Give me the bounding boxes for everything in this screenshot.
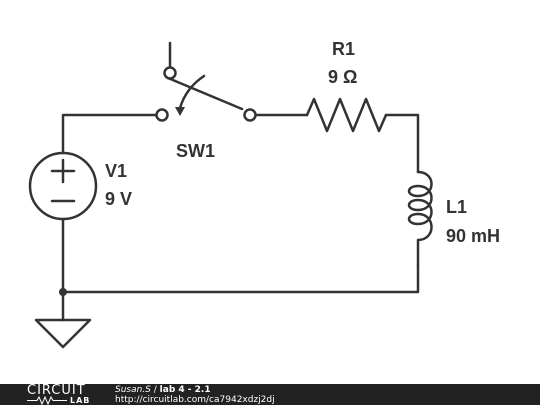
circuit-schematic: V1 9 V SW1 R1 9 Ω L1 90 mH bbox=[28, 39, 500, 349]
v1-name-label: V1 bbox=[105, 161, 127, 181]
ground-symbol bbox=[34, 318, 92, 349]
voltage-source-v1[interactable] bbox=[28, 151, 98, 221]
l1-name-label: L1 bbox=[446, 197, 467, 217]
inductor-l1[interactable] bbox=[407, 170, 433, 268]
switch-sw1-arrow-arc bbox=[178, 74, 206, 110]
author-name[interactable]: Susan.S bbox=[115, 385, 151, 395]
switch-pivot bbox=[163, 66, 177, 80]
footer-info-line: Susan.S / lab 4 - 2.1 bbox=[115, 385, 211, 395]
wire-resistor-inductor bbox=[384, 113, 420, 174]
circuit-url[interactable]: http://circuitlab.com/ca7942xdzj2dj bbox=[115, 395, 275, 405]
sw1-name-label: SW1 bbox=[176, 141, 215, 161]
separator: / bbox=[150, 385, 160, 395]
logo-resistor-icon bbox=[27, 396, 67, 405]
node-junction bbox=[59, 288, 67, 296]
logo-lab-text: LAB bbox=[70, 396, 91, 405]
resistor-r1[interactable] bbox=[305, 97, 388, 133]
v1-value-label: 9 V bbox=[105, 189, 132, 209]
footer-bar: CIRCUIT LAB Susan.S / lab 4 - 2.1 http:/… bbox=[0, 384, 540, 405]
circuit-title[interactable]: lab 4 - 2.1 bbox=[159, 385, 211, 395]
l1-value-label: 90 mH bbox=[446, 226, 500, 246]
plus-sign-icon bbox=[50, 158, 76, 184]
logo-wordmark: CIRCUIT bbox=[27, 383, 86, 398]
switch-terminal-left bbox=[155, 108, 169, 122]
switch-terminal-right bbox=[243, 108, 257, 122]
wire-left-top bbox=[61, 113, 158, 155]
wire-bottom bbox=[61, 264, 420, 294]
r1-name-label: R1 bbox=[332, 39, 355, 59]
switch-sw1-lever[interactable] bbox=[166, 76, 244, 111]
switch-arrow-head-icon bbox=[175, 107, 185, 116]
r1-value-label: 9 Ω bbox=[328, 67, 357, 87]
